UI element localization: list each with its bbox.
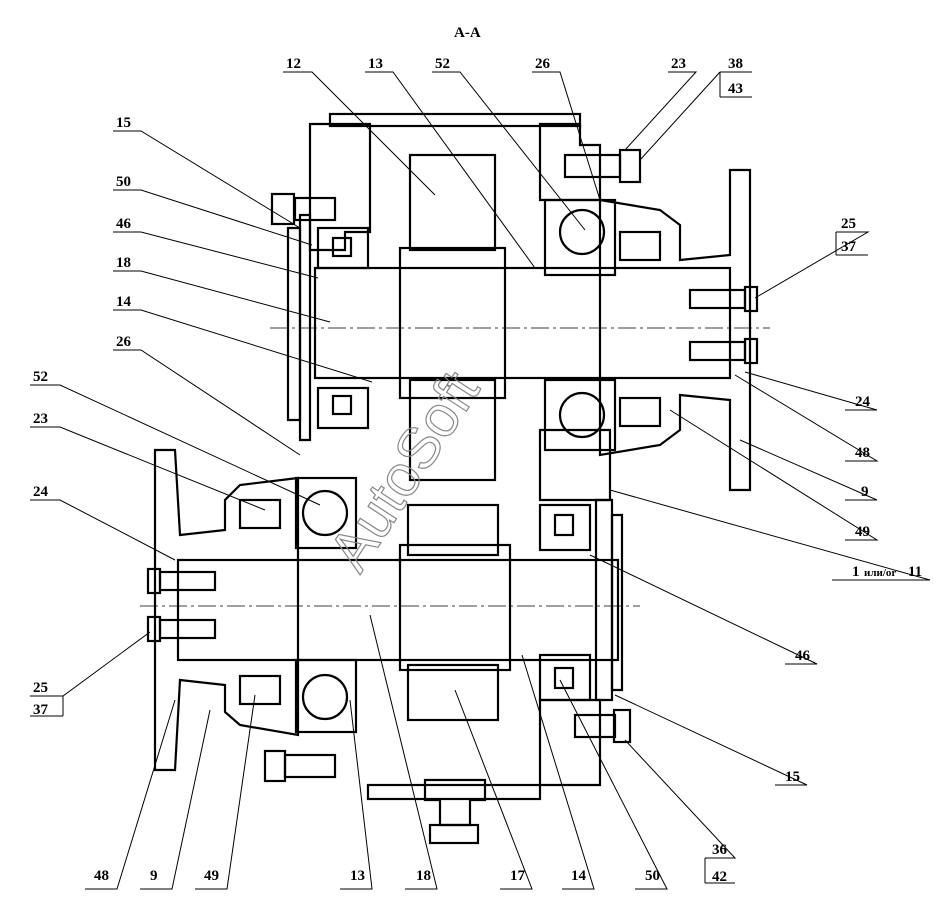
label-17: 17: [510, 868, 526, 884]
label-1: 1: [852, 564, 860, 580]
label-15-right: 15: [785, 769, 800, 785]
label-9-right: 9: [861, 484, 869, 500]
label-13-top: 13: [368, 56, 383, 72]
label-37-right: 37: [841, 239, 857, 255]
label-48-right: 48: [855, 445, 870, 461]
watermark: AutoSoft: [316, 360, 492, 582]
label-24-left: 24: [33, 484, 49, 500]
label-25-left: 25: [33, 680, 48, 696]
label-50-top: 50: [116, 174, 131, 190]
label-38: 38: [728, 56, 743, 72]
label-52-left: 52: [33, 369, 48, 385]
label-14-bottom: 14: [571, 868, 587, 884]
label-23-left: 23: [33, 411, 48, 427]
label-15-top: 15: [116, 115, 131, 131]
label-25-right: 25: [841, 216, 856, 232]
label-46-top: 46: [116, 216, 132, 232]
label-48-bottom: 48: [94, 868, 109, 884]
label-11: 11: [908, 564, 922, 580]
label-23-top: 23: [671, 56, 686, 72]
upper-assembly: [270, 112, 770, 502]
lower-assembly: [140, 448, 640, 845]
label-13-bottom: 13: [350, 868, 365, 884]
label-26-left: 26: [116, 334, 132, 350]
label-37-left: 37: [33, 702, 49, 718]
label-9-bottom: 9: [150, 868, 158, 884]
label-52-top: 52: [435, 56, 450, 72]
label-46-right: 46: [795, 648, 811, 664]
label-18-top: 18: [116, 255, 131, 271]
section-title: A-A: [454, 25, 481, 41]
label-42: 42: [712, 869, 727, 885]
label-24-right: 24: [855, 394, 871, 410]
callout-labels: 12 13 52 26 23 38 43 15 50 46 18 14 26 5…: [33, 56, 922, 885]
label-26-top: 26: [535, 56, 551, 72]
label-49-bottom: 49: [204, 868, 219, 884]
label-43: 43: [728, 81, 743, 97]
label-12: 12: [286, 56, 301, 72]
label-or: или/or: [864, 567, 896, 579]
label-14-top: 14: [116, 294, 132, 310]
leader-lines: [30, 71, 931, 890]
label-18-bottom: 18: [416, 868, 431, 884]
label-36: 36: [712, 842, 728, 858]
label-50-bottom: 50: [645, 868, 660, 884]
label-49-right: 49: [855, 524, 870, 540]
